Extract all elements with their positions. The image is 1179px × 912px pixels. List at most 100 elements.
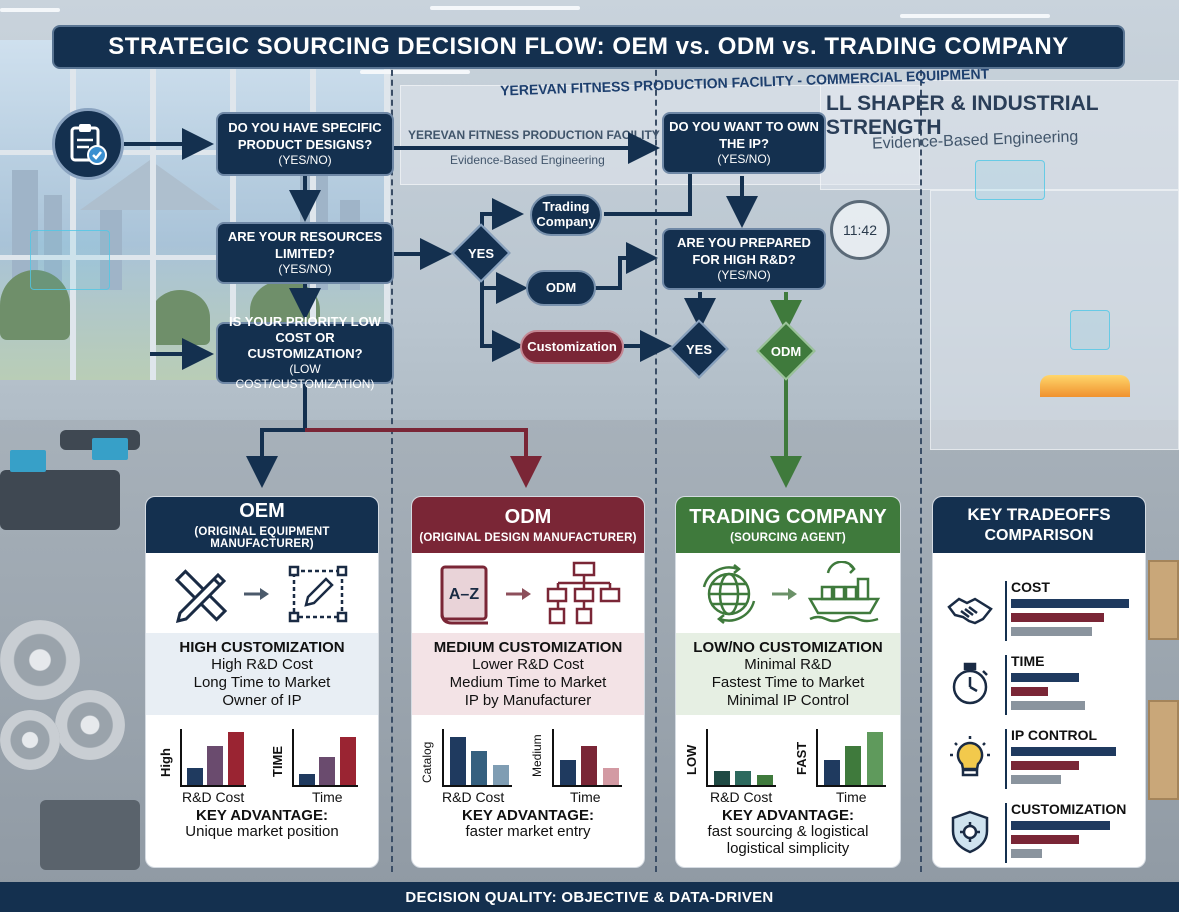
card-mini-charts: High R&D Cost TIME Time — [146, 715, 378, 807]
feature-line: Long Time to Market — [193, 674, 331, 691]
hologram-panel — [1070, 310, 1110, 350]
mini-chart-oem-time: TIME Time — [270, 721, 362, 807]
cargo-crate — [1148, 700, 1179, 800]
hologram-panel — [30, 230, 110, 290]
tradeoff-bar — [1011, 835, 1079, 844]
catalog-label: A–Z — [449, 586, 479, 603]
card-header: OEM (ORIGINAL EQUIPMENT MANUFACTURER) — [146, 497, 378, 553]
card-odm: ODM (ORIGINAL DESIGN MANUFACTURER) A–Z M… — [411, 496, 645, 868]
ceiling-light — [0, 8, 60, 12]
mini-chart-xlabel: Time — [312, 789, 343, 805]
tradeoffs-title: KEY TRADEOFFS — [967, 505, 1111, 525]
feature-line: Medium Time to Market — [449, 674, 607, 691]
treadmill — [0, 470, 120, 530]
question-product-designs[interactable]: DO YOU HAVE SPECIFIC PRODUCT DESIGNS? (Y… — [216, 112, 394, 176]
mini-chart-trading-rnd: LOW R&D Cost — [684, 721, 780, 807]
arrow-right-icon — [772, 588, 797, 600]
key-advantage: KEY ADVANTAGE: Unique market position — [146, 807, 378, 841]
tradeoff-bar — [1011, 599, 1129, 608]
cargo-crate — [1148, 560, 1179, 640]
mini-chart-ylabel: LOW — [684, 744, 699, 775]
question-sub: (YES/NO) — [278, 261, 332, 276]
card-icons — [146, 553, 378, 633]
design-sketch-icon — [288, 565, 348, 623]
mini-chart-ylabel: TIME — [270, 745, 285, 777]
mini-chart-bar — [845, 746, 861, 785]
question-resources-limited[interactable]: ARE YOUR RESOURCES LIMITED? (YES/NO) — [216, 222, 394, 284]
key-advantage: KEY ADVANTAGE: fast sourcing & logistica… — [676, 807, 900, 857]
divider-dashed — [920, 40, 922, 872]
decision-label: ODM — [770, 343, 802, 359]
mini-chart-xlabel: Time — [570, 789, 601, 805]
hologram-panel — [975, 160, 1045, 200]
steel-coil — [0, 710, 60, 770]
decision-odm-right[interactable]: ODM — [756, 321, 816, 381]
key-advantage-title: KEY ADVANTAGE: — [196, 807, 328, 824]
question-own-ip[interactable]: DO YOU WANT TO OWN THE IP? (YES/NO) — [662, 112, 826, 174]
option-trading-company[interactable]: Trading Company — [530, 194, 602, 236]
arrow-right-icon — [244, 588, 269, 600]
mini-chart-xlabel: R&D Cost — [442, 789, 505, 805]
card-title: ODM — [504, 506, 552, 528]
question-title: ARE YOU PREPARED FOR HIGH R&D? — [677, 235, 811, 267]
mini-chart-bar — [866, 732, 883, 785]
tradeoff-row-cost: COST — [933, 575, 1145, 645]
decision-yes-right[interactable]: YES — [669, 319, 729, 379]
question-title: DO YOU HAVE SPECIFIC PRODUCT DESIGNS? — [228, 120, 382, 152]
tradeoff-bar — [1011, 627, 1092, 636]
row-separator — [1005, 729, 1007, 789]
mini-chart-bar — [339, 737, 356, 785]
tradeoff-bar — [1011, 849, 1042, 858]
mini-chart-y-axis — [816, 729, 818, 785]
card-title: OEM — [239, 500, 285, 522]
tradeoff-bar — [1011, 775, 1061, 784]
feature-line: IP by Manufacturer — [464, 692, 592, 709]
card-header: TRADING COMPANY (SOURCING AGENT) — [676, 497, 900, 553]
divider-dashed — [655, 40, 657, 872]
tradeoff-row-customization: CUSTOMIZATION — [933, 797, 1145, 867]
window-frame — [230, 40, 236, 380]
mini-chart-bar — [735, 771, 751, 785]
key-advantage-text: faster market entry — [465, 823, 591, 840]
key-advantage: KEY ADVANTAGE: faster market entry — [412, 807, 644, 841]
question-high-rnd[interactable]: ARE YOU PREPARED FOR HIGH R&D? (YES/NO) — [662, 228, 826, 290]
lightbulb-icon — [950, 736, 990, 777]
question-title: IS YOUR PRIORITY LOW COST OR CUSTOMIZATI… — [229, 313, 381, 362]
decision-yes-left[interactable]: YES — [451, 223, 511, 283]
mini-chart-x-axis — [706, 785, 776, 787]
mini-chart-bar — [471, 751, 487, 785]
option-odm[interactable]: ODM — [526, 270, 596, 306]
question-sub: (YES/NO) — [717, 151, 771, 166]
tradeoff-bar — [1011, 673, 1079, 682]
decision-label: YES — [467, 245, 494, 261]
mini-chart-y-axis — [706, 729, 708, 785]
mini-chart-x-axis — [180, 785, 246, 787]
window-frame — [384, 40, 390, 380]
question-priority[interactable]: IS YOUR PRIORITY LOW COST OR CUSTOMIZATI… — [216, 314, 394, 391]
question-title: DO YOU WANT TO OWN THE IP? — [669, 119, 819, 151]
mini-chart-bar — [298, 774, 315, 785]
question-title: ARE YOUR RESOURCES LIMITED? — [227, 229, 383, 261]
feature-line: Fastest Time to Market — [711, 674, 865, 691]
key-advantage-text: logistical simplicity — [726, 839, 850, 857]
tradeoff-bar — [1011, 701, 1085, 710]
feature-title: MEDIUM CUSTOMIZATION — [433, 639, 623, 656]
mini-chart-oem-rnd: High R&D Cost — [158, 721, 250, 807]
feature-title: HIGH CUSTOMIZATION — [179, 639, 345, 656]
feature-line: High R&D Cost — [211, 656, 313, 673]
palm-plant — [150, 290, 210, 345]
card-subtitle: (ORIGINAL EQUIPMENT MANUFACTURER) — [194, 526, 330, 550]
tradeoff-bar — [1011, 821, 1110, 830]
machine-base — [40, 800, 140, 870]
card-icons: A–Z — [412, 553, 644, 633]
feature-line: Minimal R&D — [744, 656, 832, 673]
signage-panel — [820, 80, 1179, 190]
ceiling-light — [360, 70, 470, 74]
card-features: MEDIUM CUSTOMIZATION Lower R&D Cost Medi… — [412, 633, 644, 715]
feature-line: Minimal IP Control — [726, 692, 850, 709]
option-customization[interactable]: Customization — [520, 330, 624, 364]
banner-strength: LL SHAPER & INDUSTRIAL STRENGTH — [826, 92, 1099, 139]
feature-line: Owner of IP — [222, 692, 302, 709]
tradeoff-label: CUSTOMIZATION — [1011, 801, 1127, 817]
mini-chart-x-axis — [816, 785, 886, 787]
